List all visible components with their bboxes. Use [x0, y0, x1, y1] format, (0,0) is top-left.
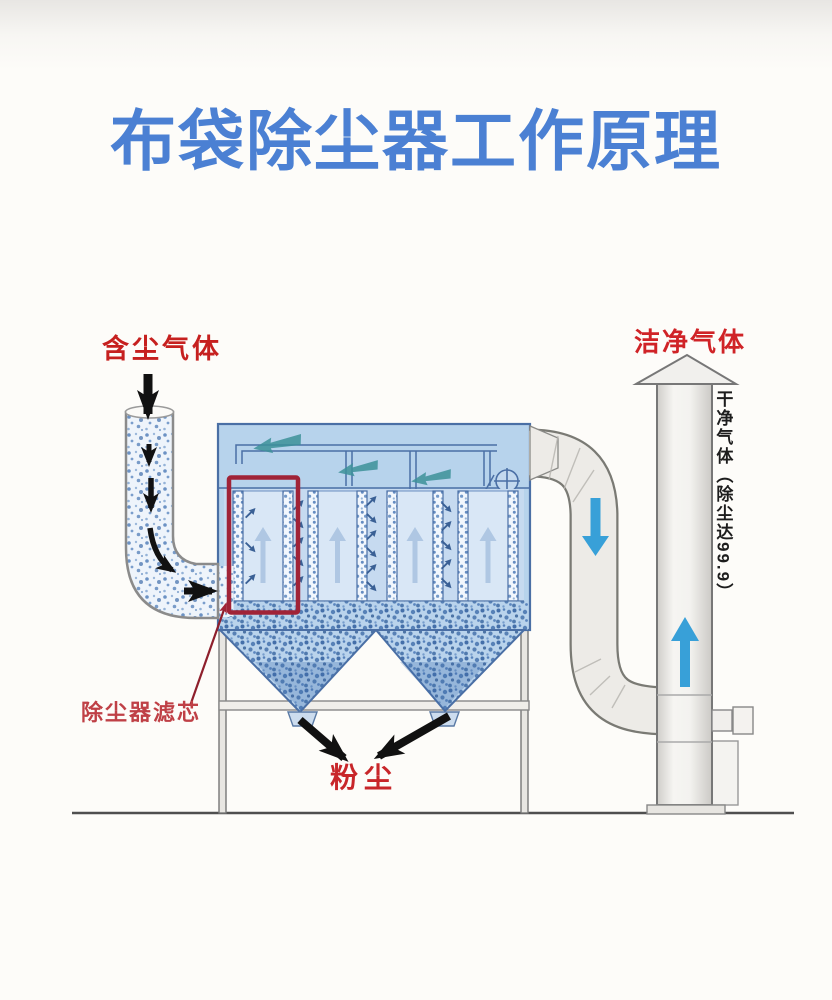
dust-hoppers — [217, 629, 527, 727]
filter-bag-section — [224, 489, 524, 602]
highlight-box — [226, 475, 301, 615]
dust-band — [220, 601, 528, 630]
clean-gas-label: 洁净气体 — [634, 327, 747, 357]
callout-leader-line — [188, 602, 228, 707]
dust-label: 粉尘 — [330, 762, 399, 793]
stack-side-box — [732, 706, 754, 735]
stack-side-pipe — [711, 709, 733, 732]
stack-base — [646, 804, 726, 815]
page-title: 布袋除尘器工作原理 — [110, 104, 722, 178]
filter-cartridge-label: 除尘器滤芯 — [81, 700, 202, 725]
inlet-duct — [124, 405, 220, 620]
filter-housing — [216, 422, 532, 632]
filter-cartridge-callout — [188, 475, 301, 707]
outlet-duct — [528, 425, 672, 736]
duct-downflow-arrow — [582, 498, 609, 556]
stack-cap — [632, 353, 740, 385]
stack-upflow-arrow — [671, 617, 699, 687]
exhaust-stack — [632, 353, 754, 815]
clean-gas-note-label: 干净气体（除尘达99.9） — [713, 390, 733, 603]
dust-discharge-arrows — [297, 712, 451, 762]
dusty-gas-label: 含尘气体 — [102, 334, 222, 364]
inlet-flow-arrows — [141, 444, 218, 602]
duct-gore-lines — [548, 435, 626, 709]
